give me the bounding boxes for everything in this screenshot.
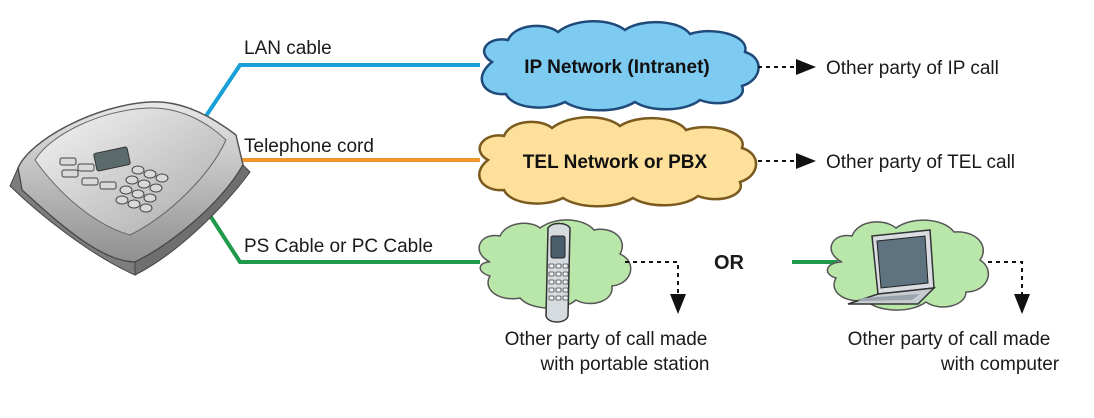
lan-cable-line: [196, 63, 480, 130]
ps-pc-cable-label: PS Cable or PC Cable: [244, 236, 433, 257]
ip-network-cloud: IP Network (Intranet): [480, 20, 760, 112]
conference-phone-icon: [9, 101, 251, 276]
portable-caption-line1: Other party of call made: [505, 329, 708, 350]
computer-call-arrow: [988, 261, 1030, 314]
laptop-icon: [847, 229, 937, 305]
other-party-tel-label: Other party of TEL call: [826, 152, 1015, 173]
tel-network-cloud: TEL Network or PBX: [478, 116, 758, 208]
computer-caption-line1: Other party of call made: [848, 329, 1051, 350]
other-party-ip-label: Other party of IP call: [826, 58, 999, 79]
tel-network-label: TEL Network or PBX: [523, 152, 708, 173]
lan-cable-label: LAN cable: [244, 38, 332, 59]
or-label: OR: [714, 252, 745, 274]
portable-caption-line2: with portable station: [540, 354, 710, 375]
computer-caption-line2: with computer: [940, 354, 1060, 375]
telephone-cord-label: Telephone cord: [244, 136, 374, 157]
ps-pc-cable-line: [198, 198, 480, 264]
ip-network-label: IP Network (Intranet): [524, 57, 709, 78]
portable-handset-icon: [545, 222, 571, 323]
portable-call-arrow: [625, 261, 686, 314]
